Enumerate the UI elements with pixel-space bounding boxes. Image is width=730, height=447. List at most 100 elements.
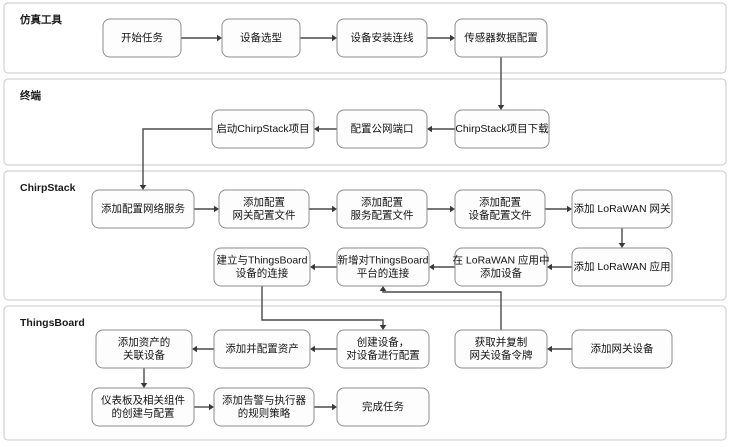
arrowhead (217, 34, 222, 42)
flow-node-n24[interactable]: 完成任务 (336, 387, 430, 427)
node-label: 创建设备， (357, 335, 410, 348)
connector-e3 (427, 34, 455, 42)
swimlane-label: 仿真工具 (20, 13, 62, 26)
flow-node-n13[interactable]: 添加 LoRaWAN 应用 (571, 247, 673, 287)
connector-e16 (261, 286, 387, 330)
node-label: 添加告警与执行器 (222, 393, 306, 406)
flow-node-n8[interactable]: 添加配置网络服务 (91, 189, 195, 229)
node-box[interactable] (336, 189, 428, 229)
node-box[interactable] (213, 387, 315, 427)
node-box[interactable] (336, 329, 430, 369)
connector-group (139, 34, 626, 411)
node-label: 添加配置 (479, 195, 521, 208)
node-box[interactable] (454, 109, 550, 149)
node-box[interactable] (454, 189, 546, 229)
node-box[interactable] (102, 18, 182, 58)
connector-e8 (194, 205, 219, 213)
flow-node-n4[interactable]: 传感器数据配置 (454, 18, 548, 58)
node-label: 网关配置文件 (233, 208, 296, 221)
node-label: 关联设备 (123, 348, 165, 361)
node-label: 新增对ThingsBoard (337, 253, 428, 266)
node-label: 对设备进行配置 (346, 348, 420, 361)
flow-node-n20[interactable]: 添加并配置资产 (213, 329, 311, 369)
flow-node-n1[interactable]: 开始任务 (102, 18, 182, 58)
node-label: 启动ChirpStack项目 (216, 122, 309, 135)
connector-e13 (547, 263, 572, 271)
connector-e20 (194, 403, 214, 411)
arrowhead (618, 243, 626, 248)
node-label: 设备安装连线 (351, 31, 414, 44)
node-label: 的规则策略 (238, 406, 291, 419)
node-box[interactable] (336, 247, 430, 287)
node-label: 获取并复制 (475, 335, 528, 348)
node-box[interactable] (213, 329, 311, 369)
node-label: 传感器数据配置 (464, 31, 538, 44)
connector-e1 (181, 34, 222, 42)
arrowhead (192, 345, 197, 353)
flow-node-n19[interactable]: 创建设备，对设备进行配置 (336, 329, 430, 369)
node-box[interactable] (571, 247, 673, 287)
arrowhead (332, 403, 337, 411)
node-label: 平台的连接 (357, 266, 410, 279)
flow-node-n12[interactable]: 添加 LoRaWAN 网关 (571, 189, 673, 229)
node-label: 添加 LoRaWAN 网关 (573, 202, 671, 215)
node-box[interactable] (454, 247, 548, 287)
node-label: 添加并配置资产 (225, 342, 299, 355)
arrowhead (450, 205, 455, 213)
node-box[interactable] (91, 189, 195, 229)
swimlane-label: ThingsBoard (20, 317, 85, 329)
flow-node-n6[interactable]: 配置公网端口 (336, 109, 428, 149)
node-label: 设备的连接 (236, 266, 289, 279)
node-box[interactable] (336, 18, 428, 58)
connector-e19 (140, 368, 148, 388)
flow-node-n2[interactable]: 设备选型 (221, 18, 301, 58)
node-box[interactable] (454, 329, 548, 369)
arrowhead (214, 205, 219, 213)
node-box[interactable] (211, 109, 315, 149)
arrowhead (379, 286, 387, 291)
flow-node-n3[interactable]: 设备安装连线 (336, 18, 428, 58)
connector-e2 (300, 34, 337, 42)
node-box[interactable] (218, 189, 310, 229)
node-label: 设备选型 (240, 31, 282, 44)
swimlane-label: ChirpStack (20, 182, 76, 194)
flow-node-n7[interactable]: ChirpStack项目下载 (454, 109, 550, 149)
flow-node-n17[interactable]: 添加网关设备 (571, 329, 673, 369)
flow-node-n5[interactable]: 启动ChirpStack项目 (211, 109, 315, 149)
node-label: 的创建与配置 (112, 406, 175, 419)
node-box[interactable] (95, 329, 193, 369)
node-label: 添加网关设备 (591, 342, 654, 355)
node-box[interactable] (213, 247, 311, 287)
node-label: 完成任务 (362, 400, 404, 413)
node-box[interactable] (571, 189, 673, 229)
arrowhead (429, 263, 434, 271)
node-box[interactable] (454, 18, 548, 58)
node-box[interactable] (221, 18, 301, 58)
connector-e15 (310, 263, 337, 271)
connector-e23 (379, 286, 502, 330)
node-box[interactable] (336, 109, 428, 149)
node-box[interactable] (571, 329, 673, 369)
node-box[interactable] (336, 387, 430, 427)
node-label: 添加配置 (243, 195, 285, 208)
arrowhead (427, 125, 432, 133)
connector-e9 (309, 205, 337, 213)
connector-line (382, 291, 502, 330)
node-box[interactable] (91, 387, 195, 427)
arrowhead (379, 325, 387, 330)
connector-e10 (427, 205, 455, 213)
arrowhead (314, 125, 319, 133)
arrowhead (497, 105, 505, 110)
connector-e21 (314, 403, 337, 411)
connector-line (261, 286, 384, 325)
